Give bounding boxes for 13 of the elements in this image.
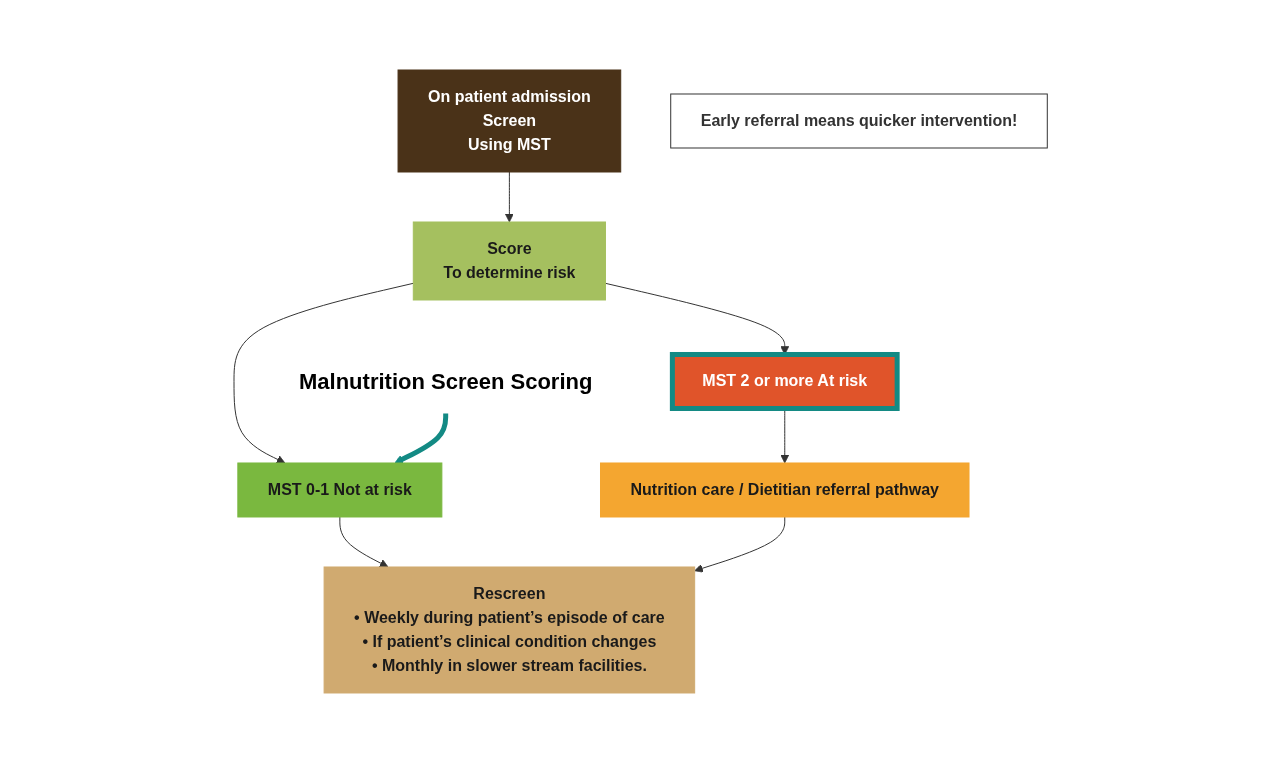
node-text: Malnutrition Screen Scoring (299, 368, 593, 394)
arrow (505, 171, 515, 223)
node-box: MST 2 or more At risk (670, 352, 900, 411)
node-box: On patient admission Screen Using MST (397, 69, 622, 173)
node-box: Rescreen • Weekly during patient’s episode of care • If patient’s clinical condition changes • Monthly in slower stream facilities. (323, 566, 696, 694)
node-box: Score To determine risk (413, 221, 607, 301)
node-box: MST 0-1 Not at risk (237, 462, 443, 518)
node-box: Early referral means quicker intervention! (670, 93, 1049, 149)
arrow (339, 516, 389, 568)
arrow (694, 516, 786, 573)
arrow (233, 282, 415, 464)
node-box: Nutrition care / Dietitian referral pathway (600, 462, 970, 518)
arrow (394, 413, 449, 464)
